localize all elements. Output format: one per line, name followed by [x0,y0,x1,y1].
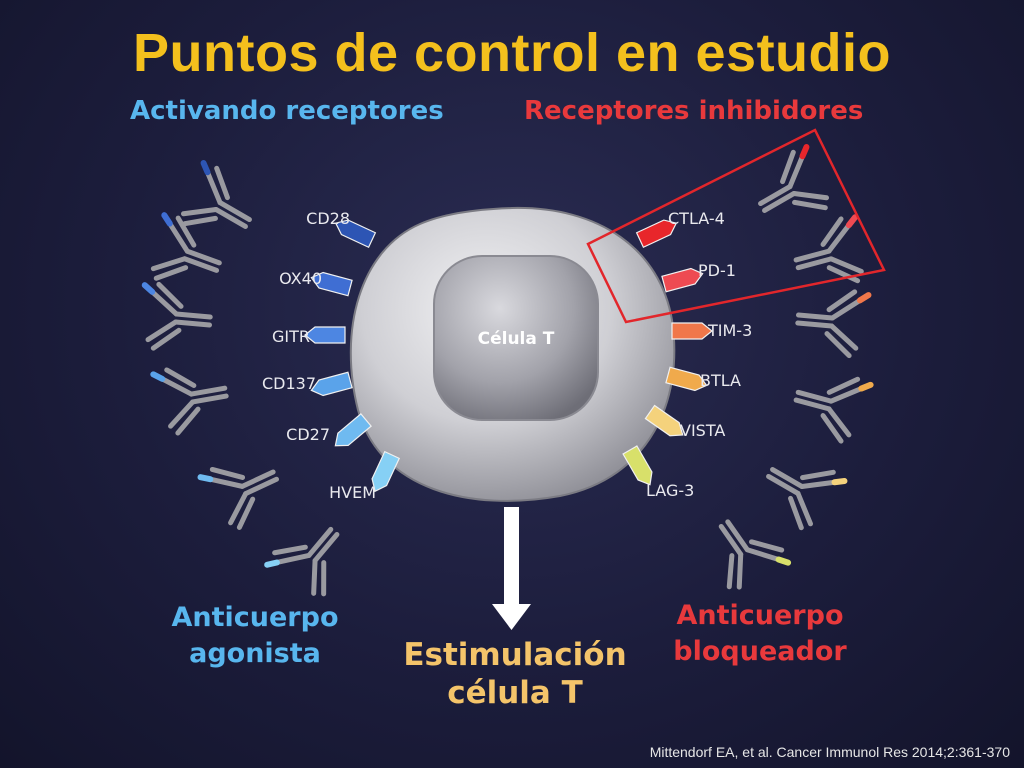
receptor-label: BTLA [700,371,741,390]
receptor-label: LAG-3 [646,481,694,500]
antibody-icon [766,467,848,531]
agonist-antibody-label: Anticuerpo agonista [150,600,360,672]
t-cell: Célula T [349,206,676,502]
antibody-icon [141,281,213,351]
receptor-icon [334,413,372,447]
receptor-label: PD-1 [698,261,736,280]
agonist-line-2: agonista [189,638,321,669]
receptor-ox40 [310,271,353,297]
blocking-antibodies [718,144,874,590]
slide-title: Puntos de control en estudio [132,23,892,83]
down-arrow-icon [492,507,531,630]
receptor-icon [371,450,401,493]
cell-label: Célula T [478,329,555,349]
agonist-line-1: Anticuerpo [171,602,339,633]
receptor-lag3 [622,445,653,486]
receptor-label: HVEM [329,483,376,502]
antibody-icon [197,466,280,530]
blocking-line-1: Anticuerpo [676,600,844,631]
receptor-pd1 [661,267,704,293]
receptor-ctla4 [635,219,678,249]
t-cell-stimulation-label: Estimulación célula T [380,636,650,712]
cell-nucleus [433,255,599,421]
receptor-icon [310,371,353,397]
receptor-label: GITR [272,327,310,346]
receptor-label: TIM-3 [707,321,752,340]
receptor-hvem [371,450,401,493]
receptor-cd137 [310,371,353,397]
stimulation-line-1: Estimulación [403,637,627,673]
stimulation-line-2: célula T [447,675,583,711]
receptor-tim3 [671,322,713,340]
blocking-antibody-label: Anticuerpo bloqueador [650,598,870,670]
receptor-label: OX40 [279,269,322,288]
inhibitory-subtitle: Receptores inhibidores [524,96,864,126]
antibody-icon [795,289,872,359]
receptor-label: CD137 [262,374,316,393]
receptor-cd27 [334,413,372,447]
antibody-icon [793,376,874,444]
receptor-label: CD27 [286,425,330,444]
antibody-icon [150,367,229,436]
receptor-label: CD28 [306,209,350,228]
antibody-icon [793,214,864,284]
receptor-btla [665,366,708,392]
receptor-icon [304,326,346,344]
receptor-icon [310,271,353,297]
receptor-label: VISTA [680,421,725,440]
receptor-vista [644,404,684,437]
activating-subtitle: Activando receptores [130,96,444,126]
antibody-icon [150,212,222,281]
receptor-gitr [304,326,346,344]
receptor-icon [644,404,684,437]
antibody-icon [264,526,340,597]
receptor-cd28 [334,219,377,249]
receptor-icon [661,267,704,293]
receptor-icon [665,366,708,392]
citation: Mittendorf EA, et al. Cancer Immunol Res… [649,744,1010,760]
receptor-icon [635,219,678,249]
blocking-line-2: bloqueador [673,636,847,667]
antibody-icon [180,160,252,229]
receptor-icon [622,445,653,486]
antibody-icon [758,144,830,213]
receptor-icon [334,219,377,249]
receptor-label: CTLA-4 [668,209,725,228]
highlight-box [586,128,886,324]
antibody-icon [718,519,792,590]
receptor-icon [671,322,713,340]
agonist-antibodies [141,160,340,597]
